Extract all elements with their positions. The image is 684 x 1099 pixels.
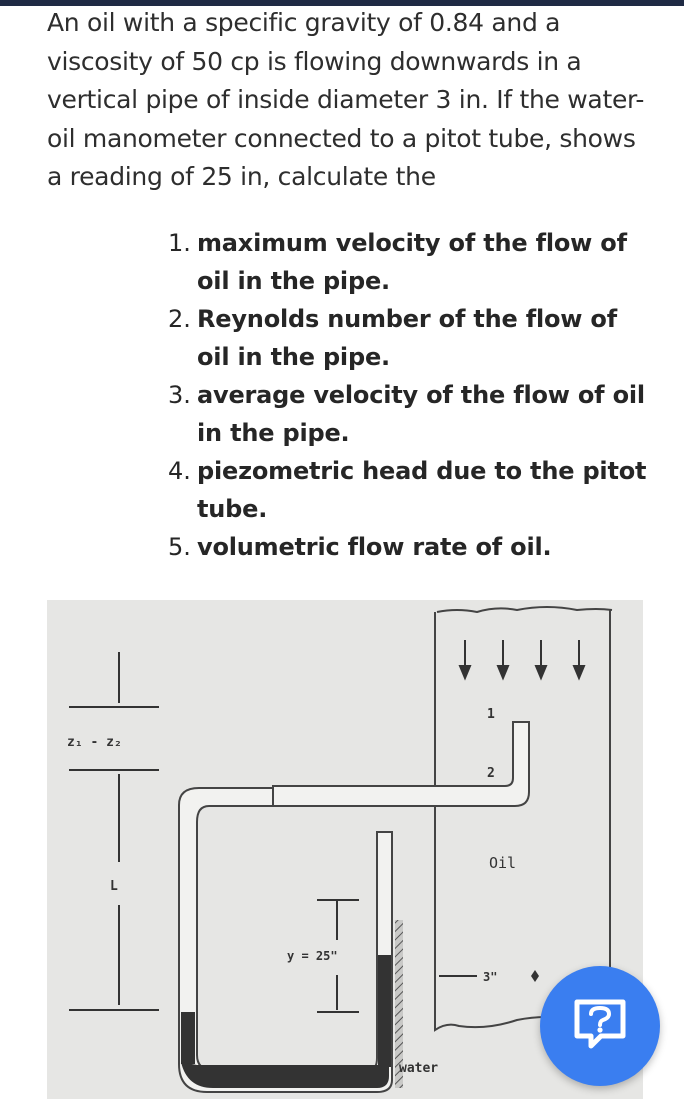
diameter-arrow [531,970,539,982]
list-item-number: 2. [168,305,191,333]
list-item-text: maximum velocity of the flow of oil in t… [197,229,627,295]
point-2-label: 2 [487,766,495,781]
water-hatch [395,920,403,1088]
list-item-number: 5. [168,533,191,561]
water-bottom [181,1062,389,1088]
list-item-text: average velocity of the flow of oil in t… [197,381,645,447]
flow-arrows [458,640,586,681]
list-item-number: 1. [168,229,191,257]
length-label: L [110,879,118,894]
oil-label: Oil [489,854,516,872]
manometer-u-tube [178,787,393,1093]
list-item: 1. maximum velocity of the flow of oil i… [168,224,648,300]
list-item-text: piezometric head due to the pitot tube. [197,457,647,523]
pitot-diagram: z₁ - z₂ L 1 2 Oil [67,606,613,1093]
ask-question-button[interactable] [540,966,660,1086]
list-item-number: 4. [168,457,191,485]
list-item: 2. Reynolds number of the flow of oil in… [168,300,648,376]
list-item: 4. piezometric head due to the pitot tub… [168,452,648,528]
list-item-text: volumetric flow rate of oil. [197,533,552,561]
y-dimension [317,899,359,1013]
list-item: 5. volumetric flow rate of oil. [168,528,648,566]
question-list: 1. maximum velocity of the flow of oil i… [168,224,648,566]
water-label: water [399,1061,438,1076]
y-reading-label: y = 25" [287,949,338,963]
list-item-text: Reynolds number of the flow of oil in th… [197,305,617,371]
chat-question-icon [574,999,626,1049]
point-1-label: 1 [487,707,495,722]
water-right-column [378,955,391,1067]
z-label: z₁ - z₂ [67,735,122,750]
diameter-label: 3" [483,970,497,984]
list-item-number: 3. [168,381,191,409]
pitot-tube [272,721,530,807]
question-text: An oil with a specific gravity of 0.84 a… [47,8,645,191]
water-left-column [181,1012,195,1064]
z-dimension-lines [69,652,159,1011]
list-item: 3. average velocity of the flow of oil i… [168,376,648,452]
top-bar [0,0,684,6]
